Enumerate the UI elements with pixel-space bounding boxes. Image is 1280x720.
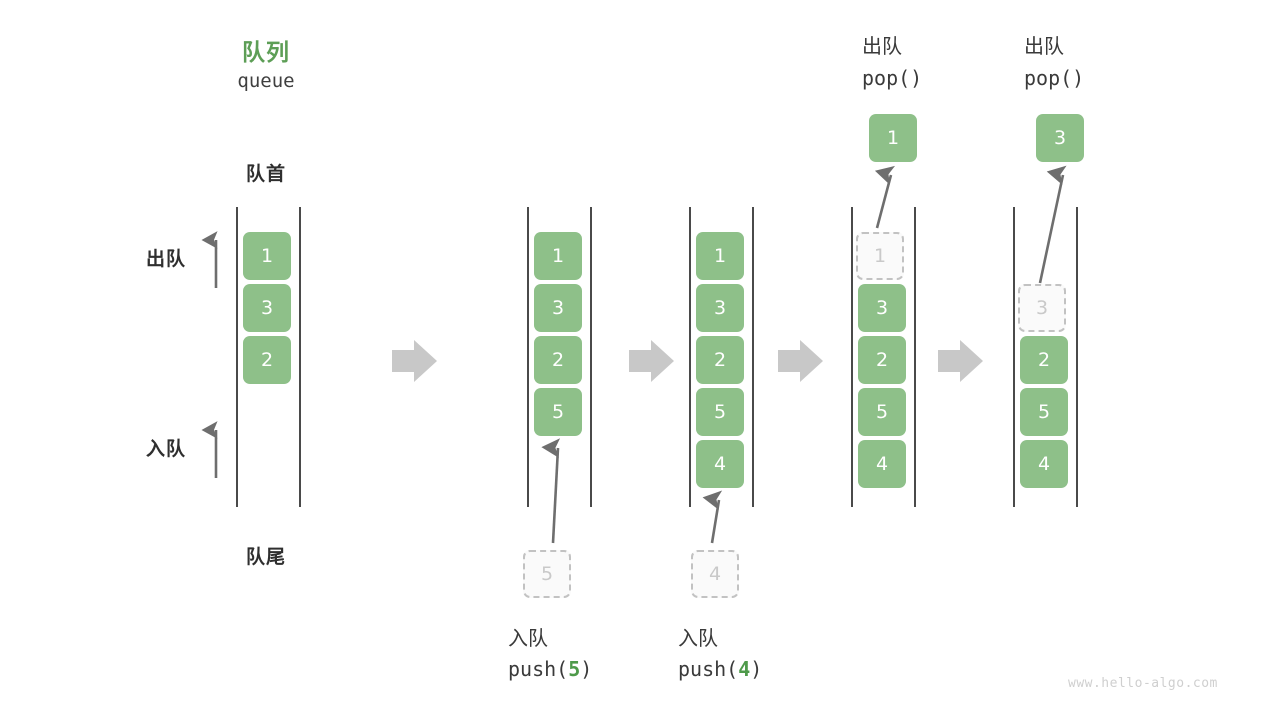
queue-cell: 1	[243, 232, 291, 280]
queue-cell: 3	[243, 284, 291, 332]
step-transition-arrow-icon	[392, 340, 437, 382]
removed-ghost-cell: 3	[1018, 284, 1066, 332]
queue-cell: 3	[858, 284, 906, 332]
rail-right	[914, 207, 916, 507]
rail-right	[590, 207, 592, 507]
push5-code: push(5)	[508, 657, 592, 681]
push4-code-suffix: )	[750, 657, 763, 681]
pop2-label-cn: 出队	[1024, 34, 1064, 58]
queue-title-en: queue	[237, 70, 295, 92]
push5-code-prefix: push(	[508, 657, 569, 681]
removed-ghost-cell: 1	[856, 232, 904, 280]
push5-label-cn: 入队	[508, 626, 548, 650]
rail-left	[527, 207, 529, 507]
queue-cell: 2	[858, 336, 906, 384]
step-transition-arrow-icon	[938, 340, 983, 382]
pop1-code: pop()	[862, 66, 923, 90]
queue-cell: 5	[1020, 388, 1068, 436]
queue-cell: 2	[1020, 336, 1068, 384]
queue-cell-new: 5	[534, 388, 582, 436]
rail-left	[236, 207, 238, 507]
dequeue-direction-label: 出队	[146, 248, 187, 270]
push4-code: push(4)	[678, 657, 762, 681]
empty-slot	[1020, 232, 1068, 280]
rail-right	[299, 207, 301, 507]
step-transition-arrow-icon	[778, 340, 823, 382]
front-label: 队首	[245, 163, 286, 185]
pop1-motion-arrow-icon	[877, 175, 891, 229]
popped-value-cell: 3	[1036, 114, 1084, 162]
push4-motion-arrow-icon	[712, 500, 719, 544]
pop2-code: pop()	[1024, 66, 1085, 90]
incoming-ghost-cell: 4	[691, 550, 739, 598]
queue-cell: 2	[534, 336, 582, 384]
queue-cell: 5	[696, 388, 744, 436]
push5-code-arg: 5	[568, 657, 581, 681]
push4-label-cn: 入队	[678, 626, 718, 650]
queue-cell: 4	[1020, 440, 1068, 488]
queue-cell: 2	[696, 336, 744, 384]
incoming-ghost-cell: 5	[523, 550, 571, 598]
enqueue-direction-label: 入队	[146, 438, 187, 460]
push5-code-suffix: )	[580, 657, 593, 681]
rail-right	[1076, 207, 1078, 507]
rail-left	[689, 207, 691, 507]
push5-motion-arrow-icon	[553, 448, 558, 544]
rail-left	[1013, 207, 1015, 507]
step-transition-arrow-icon	[629, 340, 674, 382]
watermark: www.hello-algo.com	[1068, 676, 1218, 691]
popped-value-cell: 1	[869, 114, 917, 162]
queue-cell: 4	[858, 440, 906, 488]
queue-title-cn: 队列	[242, 40, 290, 66]
push4-code-arg: 4	[738, 657, 751, 681]
queue-cell: 1	[534, 232, 582, 280]
pop1-label-cn: 出队	[862, 34, 902, 58]
queue-cell: 3	[534, 284, 582, 332]
rail-right	[752, 207, 754, 507]
rear-label: 队尾	[245, 546, 286, 568]
rail-left	[851, 207, 853, 507]
push4-code-prefix: push(	[678, 657, 739, 681]
queue-cell: 5	[858, 388, 906, 436]
queue-cell: 3	[696, 284, 744, 332]
queue-cell: 2	[243, 336, 291, 384]
queue-cell-new: 4	[696, 440, 744, 488]
queue-cell: 1	[696, 232, 744, 280]
